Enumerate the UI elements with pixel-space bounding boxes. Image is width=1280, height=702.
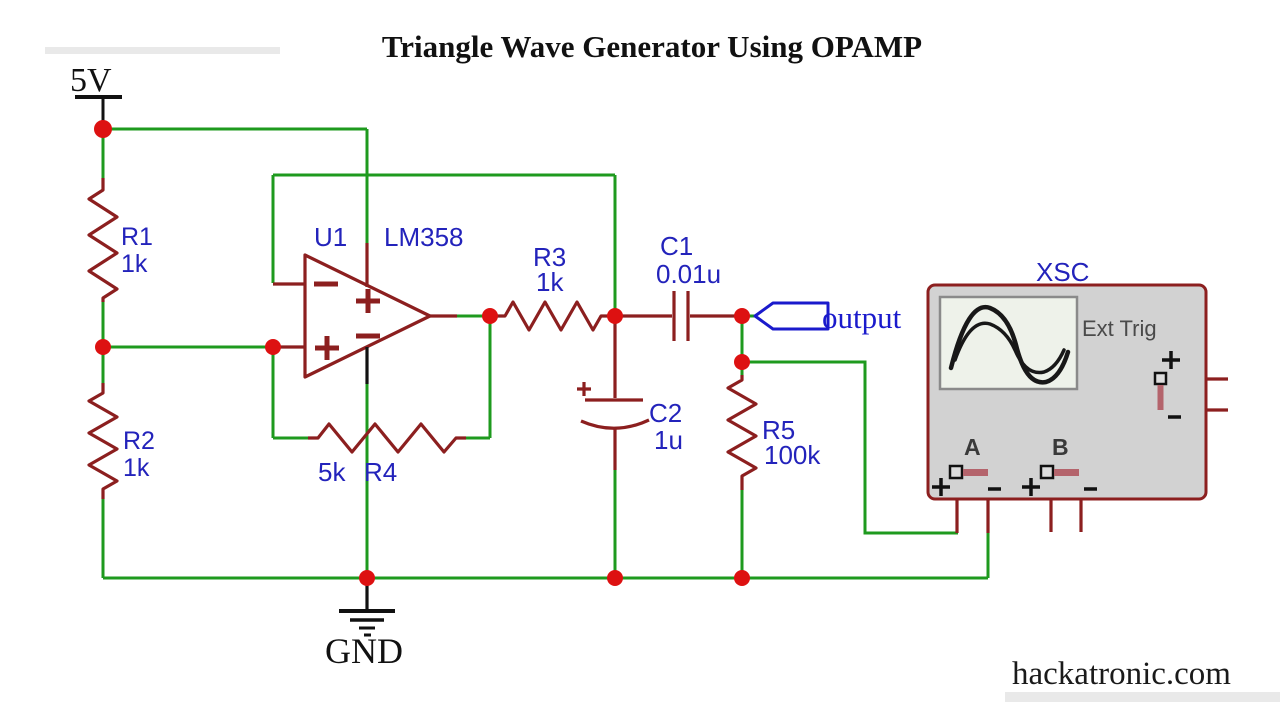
wires [101, 127, 990, 580]
opamp-part: LM358 [384, 222, 464, 252]
capacitor-c1: C1 0.01u [615, 231, 742, 341]
power-label: 5V [70, 62, 112, 99]
watermark: hackatronic.com [1012, 656, 1231, 692]
resistor-r5-value: 100k [764, 440, 821, 470]
sine-wave-icon-2 [953, 321, 1066, 375]
artifact-bar-top [45, 47, 280, 54]
junction-5v [94, 120, 112, 138]
output-connector-icon [753, 301, 830, 331]
resistor-r3-body [492, 300, 613, 332]
capacitor-c1-value: 0.01u [656, 259, 721, 289]
plus-input-icon [315, 336, 339, 360]
ext-trig-terminal-bar [1157, 385, 1164, 410]
junction-dots [94, 120, 750, 586]
junction-opamp-output [482, 308, 498, 324]
scope-channel-a-label: A [964, 434, 981, 460]
channel-b-plus-icon [1022, 478, 1040, 496]
junction-c2-gnd [607, 570, 623, 586]
scope-ext-trig-label: Ext Trig [1082, 316, 1157, 341]
sine-wave-icon [948, 304, 1071, 385]
capacitor-c2-ref: C2 [649, 398, 682, 428]
capacitor-c2-value: 1u [654, 425, 683, 455]
capacitor-c2-polarity-plus-icon [577, 382, 591, 396]
ext-trig-plus-icon [1162, 351, 1180, 369]
scope-right-pins [1206, 377, 1228, 412]
resistor-r4-body [308, 422, 466, 454]
resistor-r1-body [87, 178, 119, 302]
opamp-ref: U1 [314, 222, 347, 252]
resistor-r2-value: 1k [123, 454, 150, 482]
output-label: output [822, 300, 902, 335]
channel-a-terminal-bar [963, 469, 988, 476]
resistor-r4: 5k R4 [308, 422, 466, 487]
resistor-r2-ref: R2 [123, 427, 155, 455]
resistor-r3-value: 1k [536, 267, 564, 297]
capacitor-c2-plate-curved [580, 418, 650, 430]
resistor-r2: R2 1k [87, 383, 155, 499]
resistor-r5-ref: R5 [762, 415, 795, 445]
power-source-5v: 5V [70, 62, 122, 124]
resistor-r3: R3 1k [492, 242, 613, 332]
page-title: Triangle Wave Generator Using OPAMP [382, 29, 922, 64]
resistor-r4-ref: R4 [364, 457, 397, 487]
junction-r5-top [734, 354, 750, 370]
output-tag: output [753, 300, 902, 335]
wire-to-scope-a-plus [742, 360, 958, 535]
junction-divider [95, 339, 111, 355]
resistor-r1-ref: R1 [121, 223, 153, 251]
junction-r3-c1 [607, 308, 623, 324]
resistor-r3-ref: R3 [533, 242, 566, 272]
resistor-r5: R5 100k [726, 375, 821, 490]
channel-a-terminal [948, 464, 964, 480]
resistor-r1: R1 1k [87, 178, 153, 302]
capacitor-c1-plates [672, 291, 690, 341]
resistor-r4-value: 5k [318, 457, 346, 487]
opamp-u1: U1 LM358 [273, 222, 464, 384]
resistor-r1-value: 1k [121, 250, 148, 278]
ground-symbol: GND [325, 578, 403, 671]
capacitor-c2: C2 1u [577, 318, 683, 470]
junction-output-node [734, 308, 750, 324]
ext-trig-terminal [1153, 371, 1168, 386]
resistor-r5-body [726, 375, 758, 490]
artifact-bar-bottom [1005, 692, 1280, 702]
channel-a-plus-icon [932, 478, 950, 496]
scope-bottom-pins [955, 499, 1083, 533]
capacitor-c1-ref: C1 [660, 231, 693, 261]
ground-label: GND [325, 631, 403, 671]
resistor-r2-body [87, 383, 119, 499]
vplus-icon [356, 289, 380, 313]
junction-noninverting [265, 339, 281, 355]
junction-gnd [359, 570, 375, 586]
oscilloscope-xsc: XSC Ext Trig A B [926, 257, 1228, 533]
scope-channel-b-label: B [1052, 434, 1069, 460]
channel-b-terminal [1039, 464, 1055, 480]
junction-r5-gnd [734, 570, 750, 586]
channel-b-terminal-bar [1054, 469, 1079, 476]
scope-ref-label: XSC [1036, 257, 1089, 287]
